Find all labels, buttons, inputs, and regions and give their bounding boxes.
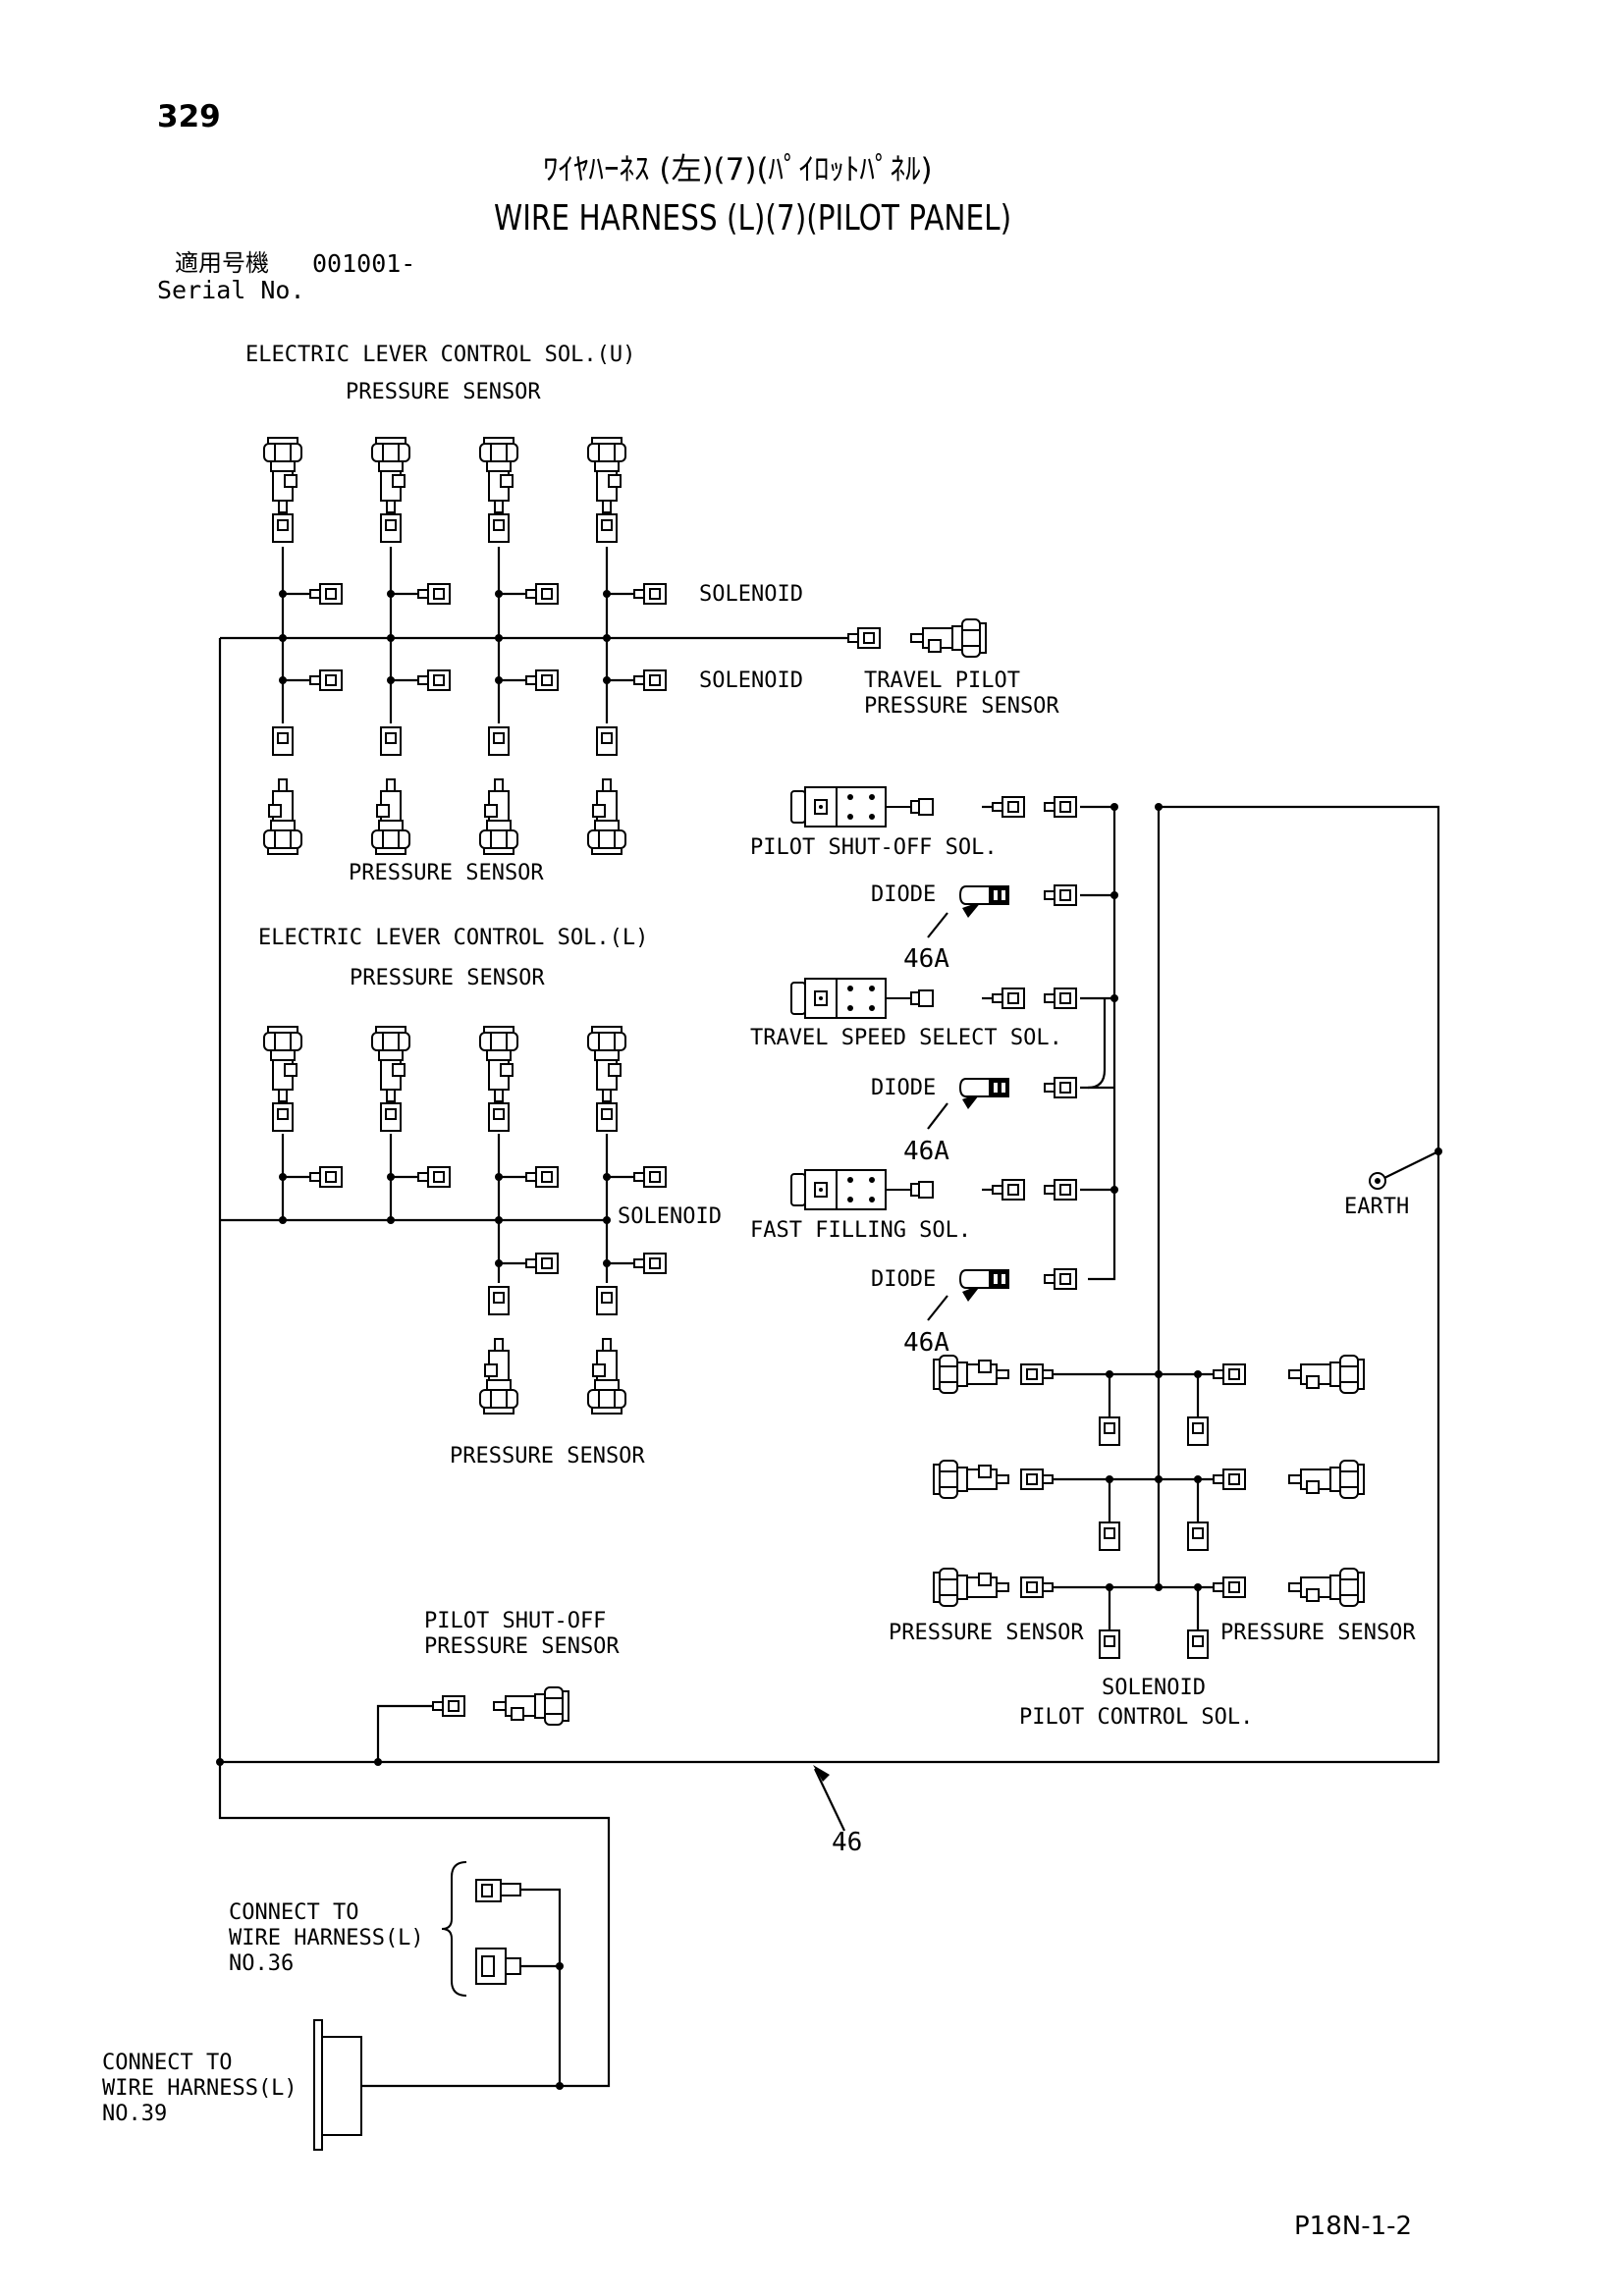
- label-46a-2: 46A: [903, 1137, 949, 1166]
- label-connect36-1: CONNECT TO: [229, 1900, 358, 1925]
- pilot-control-sensors: [933, 1355, 1365, 1659]
- label-travel-pilot-1: TRAVEL PILOT: [864, 668, 1020, 693]
- connector-no39: [313, 2019, 362, 2151]
- label-pilot-shutoff-ps-2: PRESSURE SENSOR: [424, 1634, 620, 1659]
- label-elec-lever-u: ELECTRIC LEVER CONTROL SOL.(U): [245, 343, 635, 367]
- label-elec-lever-l: ELECTRIC LEVER CONTROL SOL.(L): [258, 926, 648, 950]
- pilot-shutoff-pressure-sensor: [432, 1686, 569, 1726]
- page-number: 329: [157, 99, 221, 134]
- label-pressure-sensor-bottom-l: PRESSURE SENSOR: [450, 1444, 645, 1468]
- label-46: 46: [832, 1828, 862, 1857]
- label-pressure-sensor-top: PRESSURE SENSOR: [346, 380, 541, 404]
- label-pilot-shutoff-sol: PILOT SHUT-OFF SOL.: [750, 835, 998, 860]
- label-solenoid-pilot: SOLENOID: [1102, 1676, 1206, 1700]
- title-japanese: ﾜｲﾔﾊｰﾈｽ (左)(7)(ﾊﾟｲﾛｯﾄﾊﾟﾈﾙ): [543, 152, 933, 187]
- label-solenoid-1: SOLENOID: [699, 582, 803, 607]
- sensor-group-u-bottom: [263, 726, 626, 855]
- label-diode-1: DIODE: [871, 882, 936, 907]
- label-connect36-3: NO.36: [229, 1951, 294, 1976]
- fast-filling-solenoid: [790, 1169, 1077, 1210]
- label-earth: EARTH: [1344, 1195, 1409, 1219]
- label-travel-pilot-2: PRESSURE SENSOR: [864, 694, 1059, 719]
- label-connect36-2: WIRE HARNESS(L): [229, 1926, 424, 1950]
- label-solenoid-2: SOLENOID: [699, 668, 803, 693]
- label-pressure-sensor-mid: PRESSURE SENSOR: [349, 861, 544, 885]
- pilot-shutoff-solenoid: [790, 786, 1077, 828]
- earth-terminal: [1369, 1172, 1386, 1190]
- wiring-lines: [218, 547, 1440, 2088]
- label-pressure-sensor-right-a: PRESSURE SENSOR: [889, 1621, 1084, 1645]
- serial-label-english: Serial No.: [157, 276, 305, 304]
- title-english: WIRE HARNESS (L)(7)(PILOT PANEL): [494, 198, 1012, 239]
- label-diode-3: DIODE: [871, 1267, 936, 1292]
- label-pilot-shutoff-ps-1: PILOT SHUT-OFF: [424, 1609, 606, 1633]
- junction-dots: [216, 590, 1442, 2090]
- label-diode-2: DIODE: [871, 1076, 936, 1100]
- diagram-labels: ELECTRIC LEVER CONTROL SOL.(U) PRESSURE …: [102, 343, 1416, 2126]
- label-connect39-1: CONNECT TO: [102, 2051, 232, 2075]
- label-pressure-sensor-l: PRESSURE SENSOR: [350, 966, 545, 990]
- diode-1: [959, 884, 1077, 906]
- footer-code: P18N-1-2: [1294, 2212, 1413, 2241]
- label-connect39-2: WIRE HARNESS(L): [102, 2076, 298, 2101]
- label-travel-speed-sol: TRAVEL SPEED SELECT SOL.: [750, 1026, 1062, 1050]
- label-fast-filling-sol: FAST FILLING SOL.: [750, 1218, 971, 1243]
- connector-no36: [441, 1861, 521, 1997]
- sensor-group-u-top: [263, 437, 626, 543]
- label-connect39-3: NO.39: [102, 2102, 167, 2126]
- label-46a-1: 46A: [903, 944, 949, 974]
- label-46a-3: 46A: [903, 1328, 949, 1358]
- travel-pilot-pressure-sensor: [847, 618, 987, 658]
- travel-speed-solenoid: [790, 978, 1077, 1019]
- serial-range: 001001-: [312, 249, 416, 278]
- label-pressure-sensor-right-b: PRESSURE SENSOR: [1220, 1621, 1416, 1645]
- diode-3: [959, 1268, 1077, 1290]
- label-solenoid-l: SOLENOID: [618, 1204, 722, 1229]
- label-pilot-control-sol: PILOT CONTROL SOL.: [1019, 1705, 1253, 1730]
- serial-label-japanese: 適用号機: [175, 249, 269, 277]
- diode-2: [959, 1077, 1077, 1098]
